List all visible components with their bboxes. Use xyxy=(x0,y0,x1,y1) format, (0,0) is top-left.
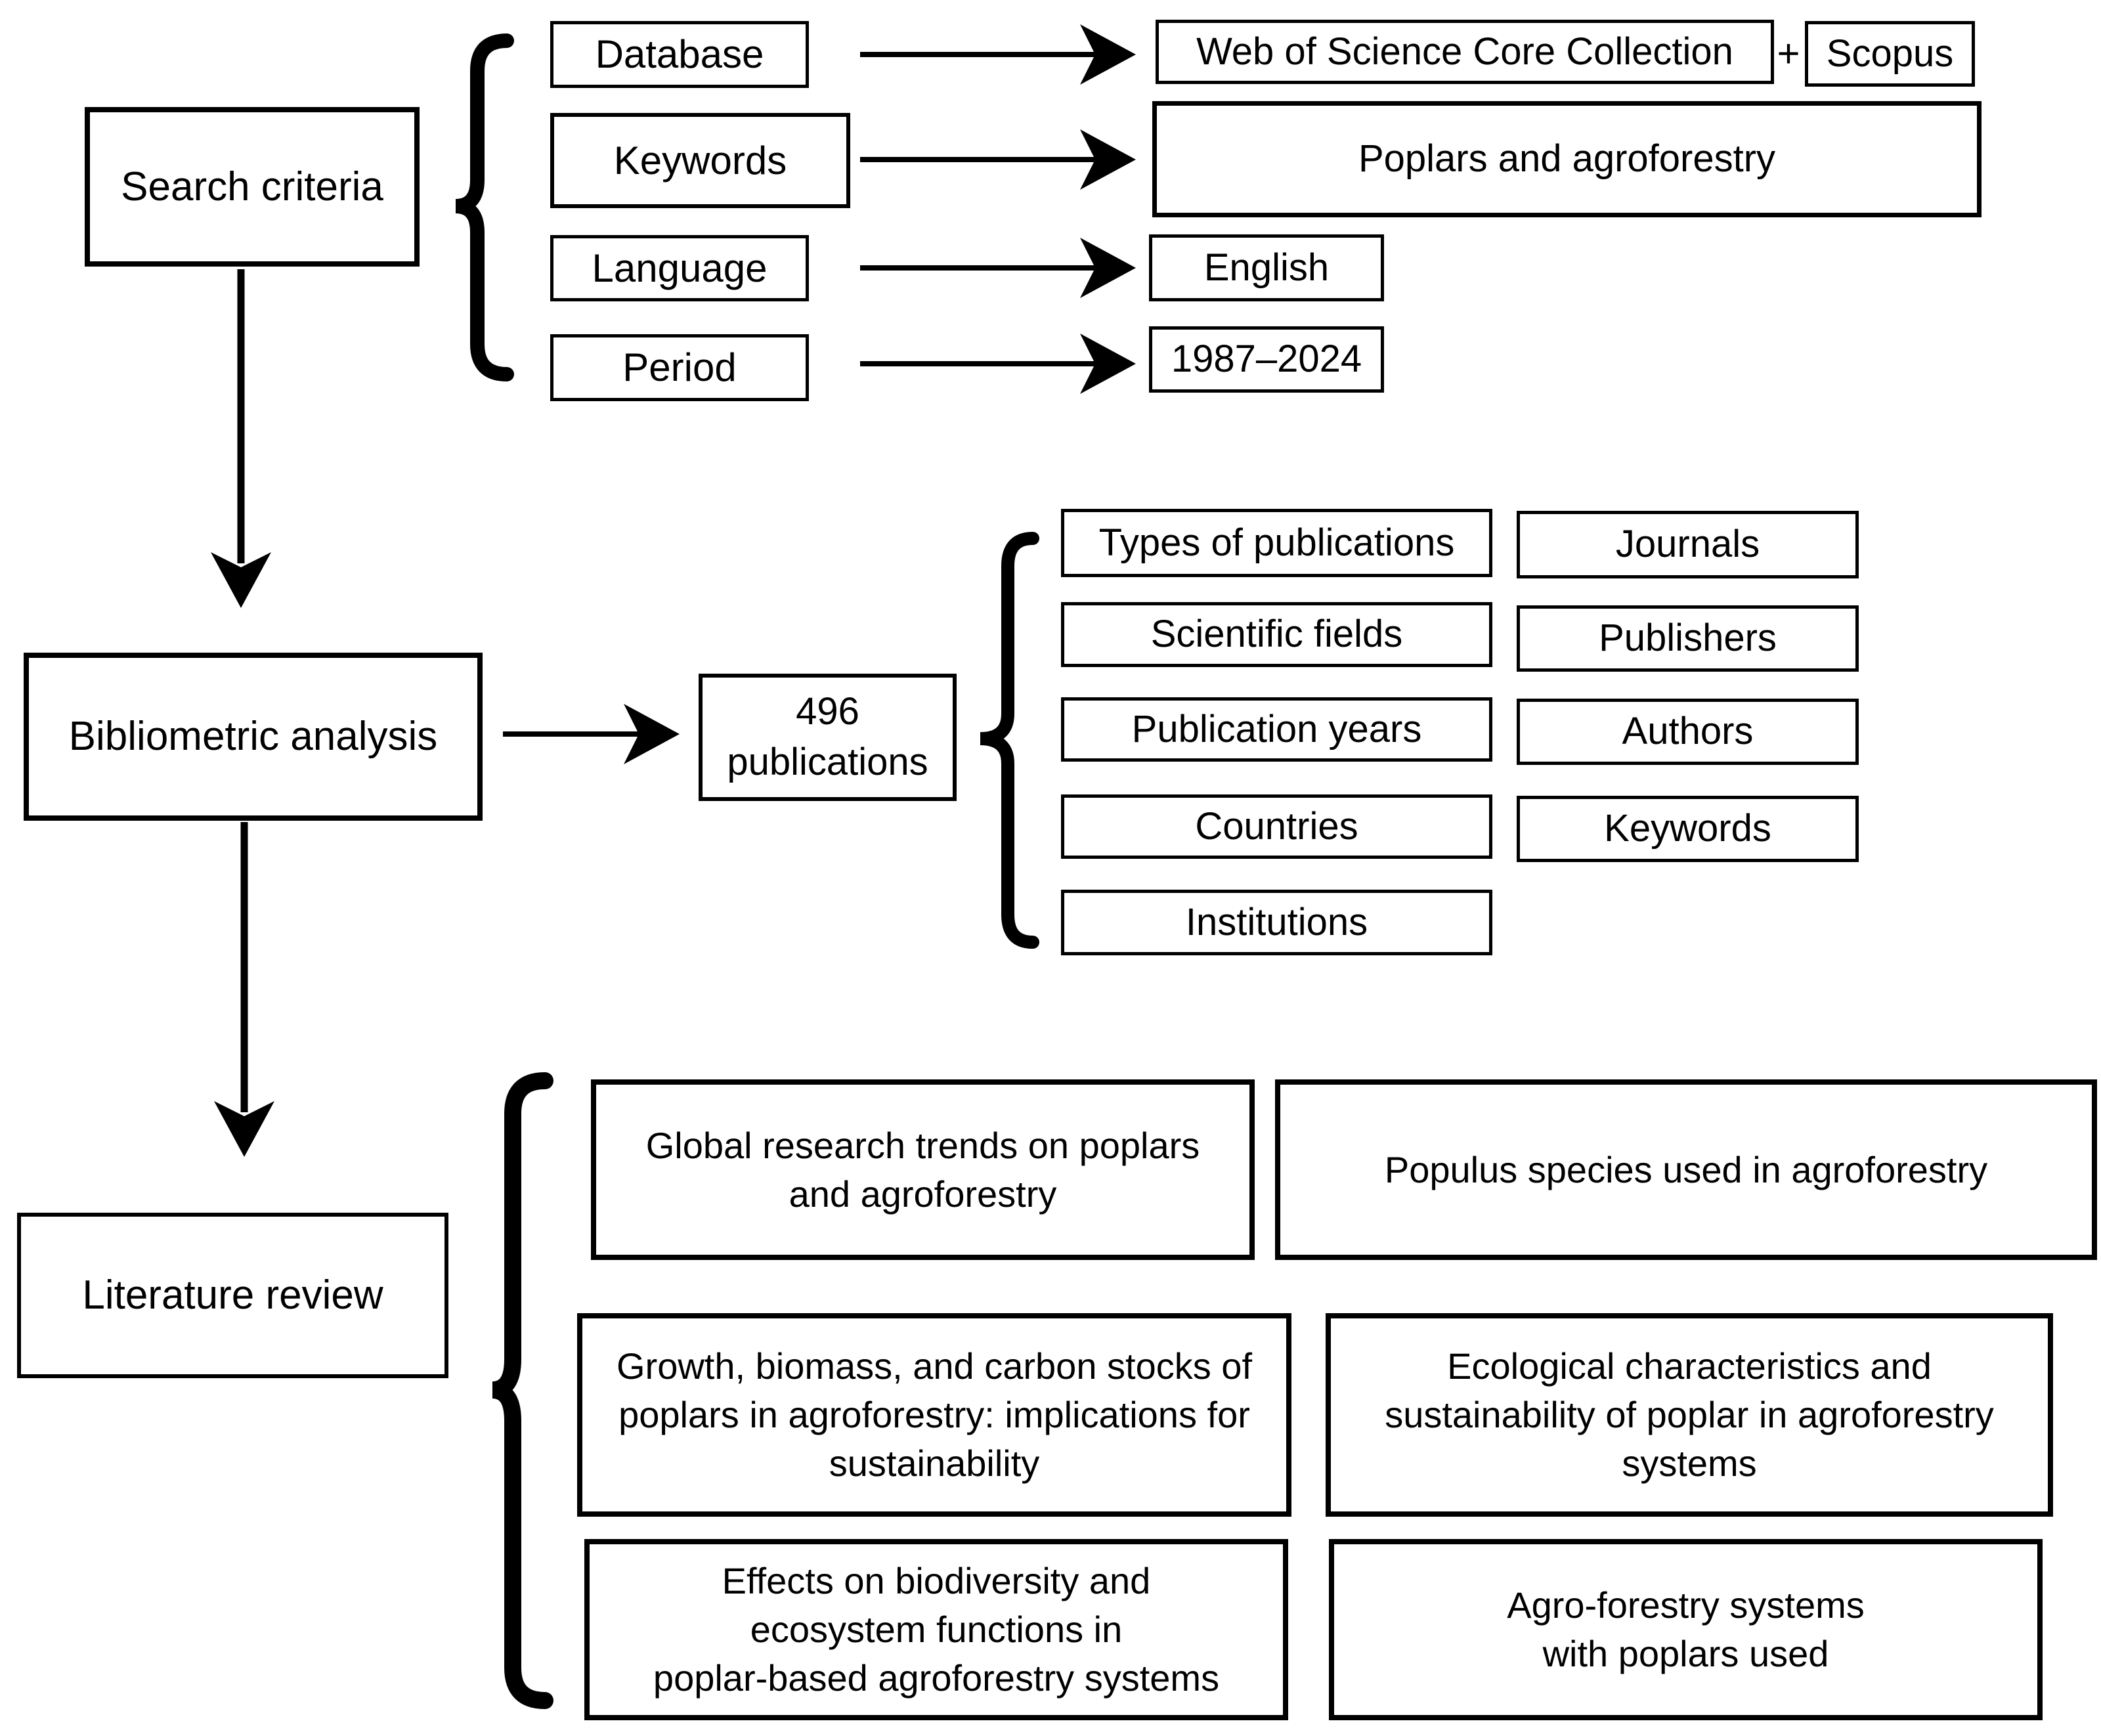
aspect-authors-box: Authors xyxy=(1517,699,1859,765)
arrow-language xyxy=(860,238,1136,298)
keywords-value-box: Poplars and agroforestry xyxy=(1152,101,1982,217)
criterion-language-label: Language xyxy=(592,246,768,290)
topic-biodiversity-effects-box: Effects on biodiversity and ecosystem fu… xyxy=(584,1539,1288,1720)
publications-brace-icon xyxy=(980,532,1039,949)
arrow-search-to-bibliometric xyxy=(211,269,271,608)
criterion-keywords-label: Keywords xyxy=(613,138,787,183)
topic-growth-biomass-carbon: Growth, biomass, and carbon stocks of po… xyxy=(617,1345,1252,1484)
aspect-institutions: Institutions xyxy=(1185,900,1368,944)
language-value: English xyxy=(1203,246,1330,289)
aspect-countries: Countries xyxy=(1195,804,1358,848)
arrow-database xyxy=(860,24,1136,85)
publications-count: 496 publications xyxy=(727,690,928,783)
period-value-box: 1987–2024 xyxy=(1149,326,1384,393)
aspect-publication-years: Publication years xyxy=(1131,707,1422,750)
plus-joiner: + xyxy=(1777,31,1800,76)
aspect-countries-box: Countries xyxy=(1061,794,1492,859)
aspect-institutions-box: Institutions xyxy=(1061,890,1492,955)
topic-agroforestry-systems: Agro-forestry systems with poplars used xyxy=(1507,1584,1865,1674)
aspect-journals: Journals xyxy=(1615,523,1760,566)
bibliometric-analysis-box: Bibliometric analysis xyxy=(24,653,483,821)
bibliometric-analysis-label: Bibliometric analysis xyxy=(68,714,438,760)
aspect-types-of-publications-box: Types of publications xyxy=(1061,509,1492,577)
topic-ecological-characteristics-box: Ecological characteristics and sustainab… xyxy=(1326,1313,2053,1517)
aspect-publication-years-box: Publication years xyxy=(1061,697,1492,762)
database-value-wos-box: Web of Science Core Collection xyxy=(1156,20,1774,84)
criterion-period-box: Period xyxy=(550,334,809,401)
aspect-publishers: Publishers xyxy=(1599,617,1777,660)
language-value-box: English xyxy=(1149,234,1384,301)
period-value: 1987–2024 xyxy=(1171,337,1362,381)
database-value-wos: Web of Science Core Collection xyxy=(1196,30,1733,73)
database-value-scopus-box: Scopus xyxy=(1805,21,1975,87)
topic-global-research-trends-box: Global research trends on poplars and ag… xyxy=(591,1079,1255,1260)
search-criteria-label: Search criteria xyxy=(121,163,383,209)
aspect-publishers-box: Publishers xyxy=(1517,605,1859,672)
literature-review-box: Literature review xyxy=(17,1213,448,1378)
criterion-keywords-box: Keywords xyxy=(550,113,850,208)
aspect-journals-box: Journals xyxy=(1517,511,1859,578)
aspect-types-of-publications: Types of publications xyxy=(1098,521,1455,564)
arrow-bibliometric-to-literature xyxy=(214,822,274,1157)
keywords-value: Poplars and agroforestry xyxy=(1358,137,1776,181)
aspect-authors: Authors xyxy=(1622,710,1754,753)
topic-populus-species-box: Populus species used in agroforestry xyxy=(1275,1079,2097,1260)
aspect-scientific-fields-box: Scientific fields xyxy=(1061,602,1492,667)
aspect-keywords: Keywords xyxy=(1604,807,1771,850)
arrow-keywords xyxy=(860,129,1136,190)
criterion-database-box: Database xyxy=(550,21,809,88)
criterion-period-label: Period xyxy=(622,345,737,390)
aspect-keywords-box: Keywords xyxy=(1517,796,1859,862)
search-criteria-brace-icon xyxy=(455,33,514,381)
arrow-bibliometric-to-publications xyxy=(503,704,680,764)
database-value-scopus: Scopus xyxy=(1826,32,1954,75)
topic-global-research-trends: Global research trends on poplars and ag… xyxy=(645,1124,1200,1215)
literature-brace-icon xyxy=(491,1072,553,1709)
topic-ecological-characteristics: Ecological characteristics and sustainab… xyxy=(1385,1345,1994,1484)
publications-count-box: 496 publications xyxy=(699,674,957,801)
topic-biodiversity-effects: Effects on biodiversity and ecosystem fu… xyxy=(653,1560,1220,1699)
criterion-database-label: Database xyxy=(595,32,764,77)
topic-agroforestry-systems-box: Agro-forestry systems with poplars used xyxy=(1329,1539,2043,1720)
search-criteria-box: Search criteria xyxy=(85,107,420,267)
criterion-language-box: Language xyxy=(550,235,809,301)
topic-populus-species: Populus species used in agroforestry xyxy=(1384,1148,1988,1190)
literature-review-label: Literature review xyxy=(82,1272,383,1318)
aspect-scientific-fields: Scientific fields xyxy=(1150,613,1403,656)
arrow-period xyxy=(860,334,1136,394)
topic-growth-biomass-carbon-box: Growth, biomass, and carbon stocks of po… xyxy=(577,1313,1291,1517)
